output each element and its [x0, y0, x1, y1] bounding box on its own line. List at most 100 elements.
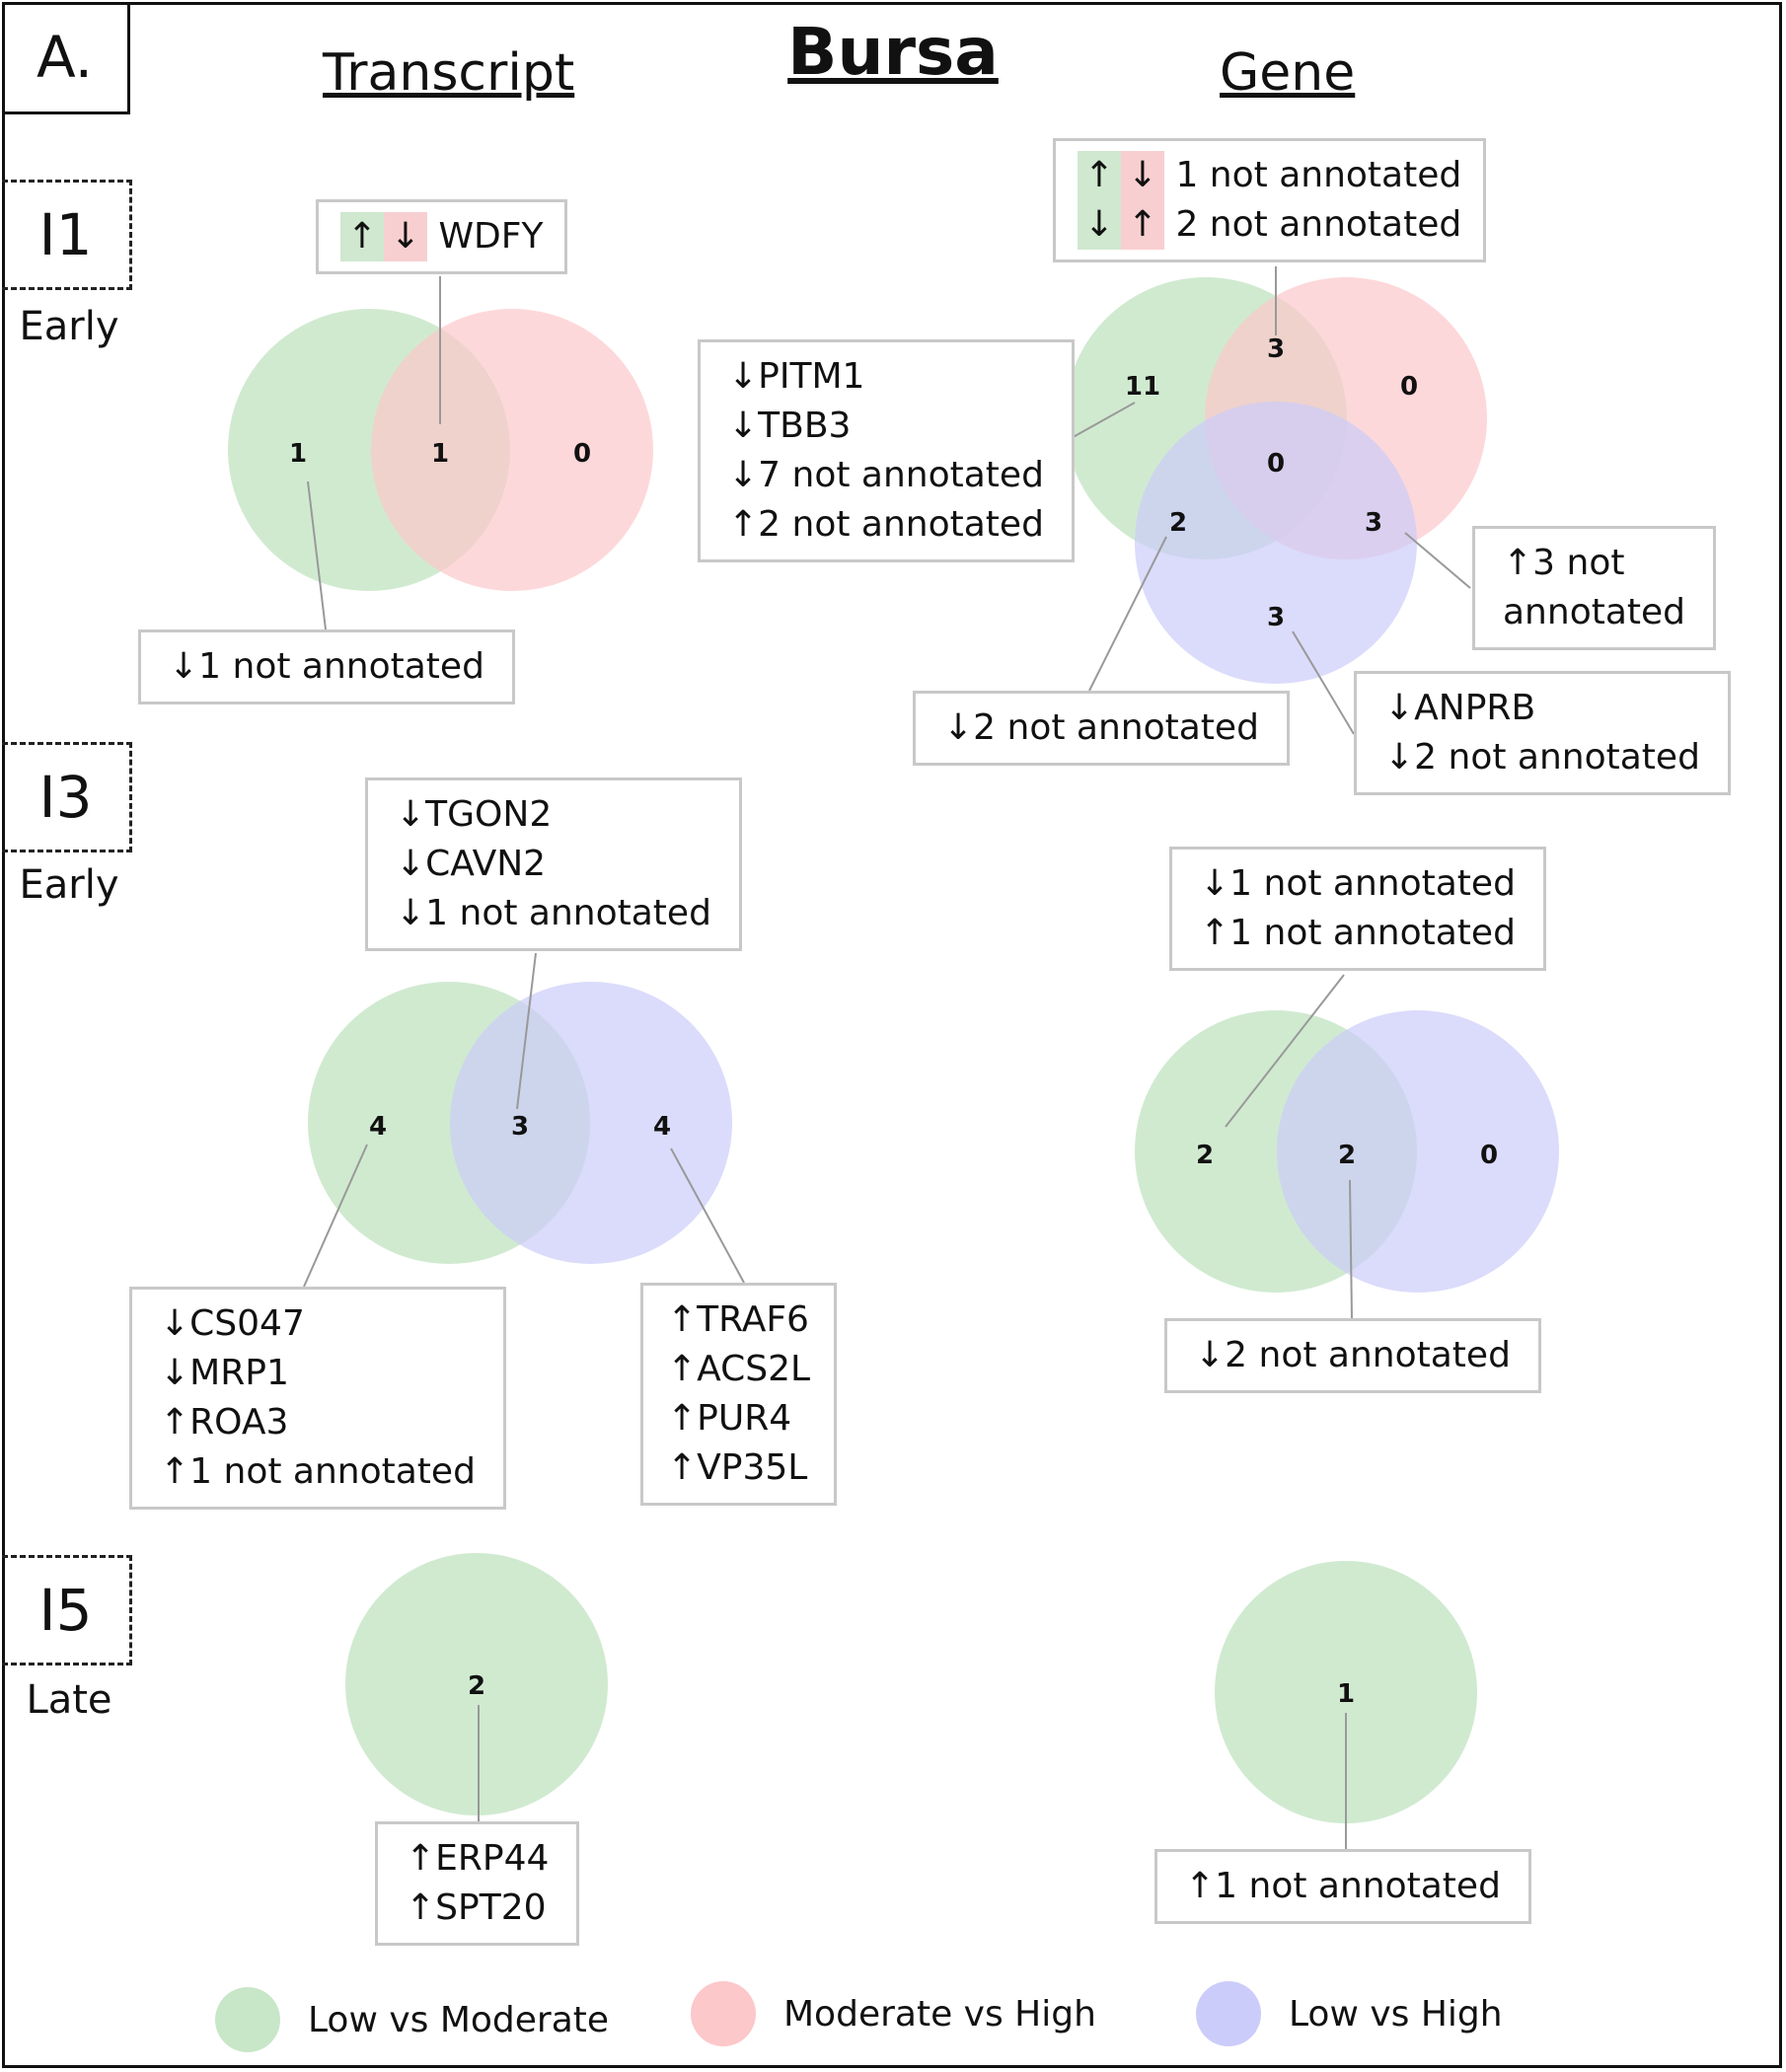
row-tag-i5: I5: [2, 1555, 132, 1665]
count-green-only: 4: [369, 1112, 387, 1142]
annotation-i5-gene: ↑1 not annotated: [1154, 1849, 1531, 1924]
connector: [307, 481, 327, 630]
row-phase-i3: Early: [19, 862, 119, 908]
gene-label: ↓MRP1: [160, 1353, 289, 1393]
gene-label: ↑1 not annotated: [1185, 1866, 1501, 1906]
set-low-vs-high: [1135, 402, 1417, 684]
count-blue-only: 3: [1267, 603, 1285, 632]
venn-i5-transcript: 2: [345, 1553, 608, 1823]
count-green-only: 2: [1196, 1141, 1214, 1170]
count-red-only: 0: [1400, 372, 1418, 402]
legend-label: Moderate vs High: [783, 1993, 1096, 2035]
gene-label: ↑1 not annotated: [160, 1451, 476, 1492]
count-green-red: 3: [1267, 334, 1285, 364]
row-tag-i3: I3: [2, 742, 132, 852]
count-green-only: 11: [1125, 372, 1160, 402]
count-red-only: 0: [573, 439, 591, 469]
gene-label: ↑3 not: [1503, 543, 1625, 583]
gene-label: ↓2 not annotated: [1384, 737, 1700, 777]
connector: [516, 952, 537, 1110]
column-header-gene: Gene: [1220, 43, 1356, 103]
set-low-vs-high: [1277, 1010, 1559, 1293]
count-all: 0: [1267, 449, 1285, 479]
figure-title: Bursa: [787, 14, 999, 90]
annotation-i3-transcript-green-only: ↓CS047 ↓MRP1 ↑ROA3 ↑1 not annotated: [129, 1287, 506, 1510]
set-low-vs-moderate: [345, 1553, 608, 1815]
annotation-i3-transcript-blue-only: ↑TRAF6 ↑ACS2L ↑PUR4 ↑VP35L: [640, 1283, 838, 1506]
count-red-blue: 3: [1365, 508, 1382, 538]
set-low-vs-moderate: [1215, 1561, 1477, 1823]
legend-label: Low vs High: [1289, 1993, 1503, 2035]
row-phase-i5: Late: [26, 1677, 112, 1723]
annotation-i1-transcript-green-only: ↓1 not annotated: [138, 629, 515, 704]
gene-label: ↓1 not annotated: [169, 646, 484, 687]
count-single: 2: [468, 1671, 485, 1701]
annotation-i1-gene-blue-only: ↓ANPRB ↓2 not annotated: [1354, 671, 1731, 795]
gene-label: ↓PITM1: [728, 356, 865, 397]
venn-i5-gene: 1: [1215, 1561, 1477, 1849]
venn-i3-gene: 2 2 0: [1135, 974, 1559, 1319]
count-blue-only: 4: [653, 1112, 671, 1142]
annotation-i5-transcript: ↑ERP44 ↑SPT20: [375, 1821, 580, 1946]
venn-i1-gene: 11 3 0 0 2 3 3: [1042, 266, 1487, 735]
gene-label: ↑VP35L: [667, 1447, 808, 1488]
up-arrow-icon: ↑: [1078, 151, 1121, 200]
legend-swatch: [691, 1981, 756, 2046]
connector: [1349, 1179, 1353, 1319]
gene-label: ↑1 not annotated: [1200, 913, 1516, 953]
count-overlap: 3: [511, 1112, 529, 1142]
down-arrow-icon: ↓: [384, 212, 427, 261]
annotation-i3-transcript-overlap: ↓TGON2 ↓CAVN2 ↓1 not annotated: [365, 777, 742, 951]
column-header-transcript: Transcript: [323, 43, 575, 103]
gene-label: ↓TBB3: [728, 406, 852, 446]
gene-label: ↓CS047: [160, 1303, 305, 1344]
connector: [1088, 536, 1167, 692]
gene-label: ↓7 not annotated: [728, 455, 1044, 495]
connector: [1225, 974, 1345, 1128]
gene-label: ↓2 not annotated: [1195, 1335, 1511, 1375]
count-single: 1: [1337, 1679, 1355, 1709]
gene-label: ↓TGON2: [396, 794, 553, 835]
row-tag-i1: I1: [2, 180, 132, 290]
count-green-only: 1: [289, 439, 307, 469]
gene-label: ↑ACS2L: [667, 1349, 811, 1389]
connector: [1292, 630, 1355, 735]
gene-label: ↑ERP44: [406, 1838, 550, 1879]
legend-item-low-vs-moderate: Low vs Moderate: [215, 1987, 609, 2052]
gene-label: ↑ROA3: [160, 1402, 289, 1443]
legend-swatch: [215, 1987, 280, 2052]
annotation-i3-gene-overlap: ↓2 not annotated: [1164, 1318, 1541, 1393]
gene-label: ↓1 not annotated: [1200, 863, 1516, 904]
gene-label: ↓1 not annotated: [396, 893, 711, 933]
gene-label: 1 not annotated: [1175, 155, 1462, 195]
connector: [670, 1147, 745, 1284]
up-arrow-icon: ↑: [340, 212, 384, 261]
panel-label: A.: [2, 2, 130, 114]
annotation-i1-gene-green-blue: ↓2 not annotated: [913, 691, 1290, 766]
annotation-i1-gene-green-red: ↑↓ 1 not annotated ↓↑ 2 not annotated: [1053, 138, 1487, 262]
legend-label: Low vs Moderate: [308, 1999, 610, 2040]
up-arrow-icon: ↑: [1121, 200, 1164, 250]
annotation-i1-gene-red-blue: ↑3 not annotated: [1472, 526, 1717, 650]
gene-label: ↓CAVN2: [396, 844, 547, 884]
row-phase-i1: Early: [19, 304, 119, 349]
annotation-i3-gene-green-only: ↓1 not annotated ↑1 not annotated: [1169, 847, 1546, 971]
legend-swatch: [1196, 1981, 1261, 2046]
count-overlap: 2: [1338, 1141, 1356, 1170]
gene-label: ↑SPT20: [406, 1887, 547, 1928]
down-arrow-icon: ↓: [1078, 200, 1121, 250]
gene-label: ↑2 not annotated: [728, 504, 1044, 545]
connector: [1404, 532, 1471, 589]
gene-label: ↑PUR4: [667, 1398, 792, 1439]
gene-label: ↓2 not annotated: [943, 707, 1259, 748]
gene-label: annotated: [1503, 592, 1686, 632]
count-blue-only: 0: [1480, 1141, 1498, 1170]
count-overlap: 1: [431, 439, 449, 469]
set-low-vs-high: [450, 982, 732, 1264]
gene-label: 2 not annotated: [1175, 204, 1462, 245]
gene-label: ↑TRAF6: [667, 1299, 809, 1340]
down-arrow-icon: ↓: [1121, 151, 1164, 200]
venn-i3-transcript: 4 3 4: [303, 952, 745, 1288]
